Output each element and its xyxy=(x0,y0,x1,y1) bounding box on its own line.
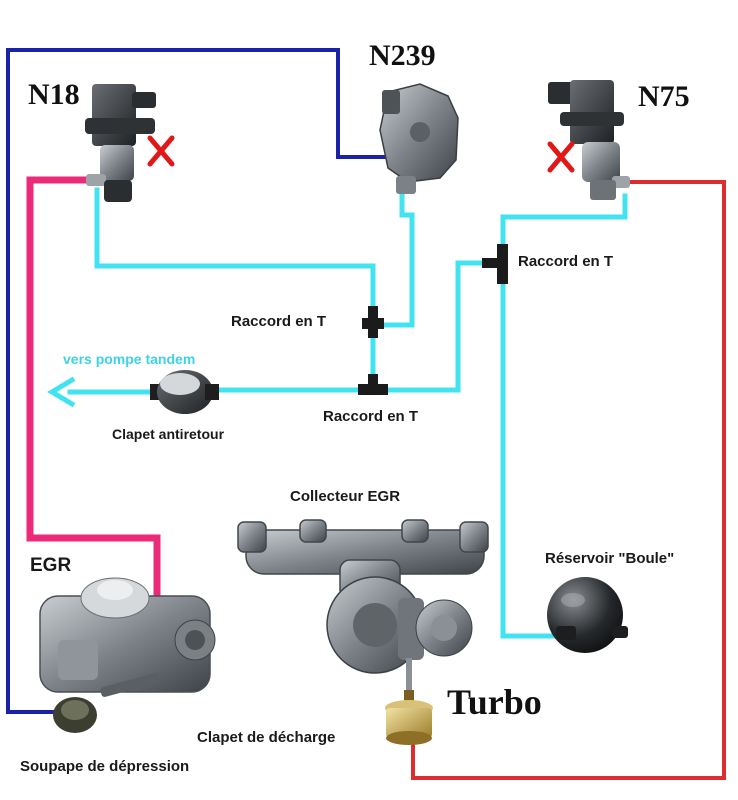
label-vers-pompe-tandem: vers pompe tandem xyxy=(63,351,196,367)
vacuum-sphere-icon xyxy=(547,577,628,653)
red-cross-icon xyxy=(147,135,175,167)
label-clapet-decharge: Clapet de décharge xyxy=(197,729,336,746)
n18-valve-icon xyxy=(85,84,156,202)
label-egr: EGR xyxy=(30,555,72,576)
label-raccord-t-center: Raccord en T xyxy=(323,408,419,425)
wastegate-capsule-icon xyxy=(385,690,433,745)
label-n239: N239 xyxy=(369,39,436,72)
label-collecteur-egr: Collecteur EGR xyxy=(290,488,401,505)
label-turbo: Turbo xyxy=(447,682,542,722)
red-cross-icon xyxy=(547,141,575,173)
blue-hose xyxy=(6,48,397,714)
label-clapet-antiretour: Clapet antiretour xyxy=(112,426,225,442)
label-raccord-t-right: Raccord en T xyxy=(518,253,614,270)
check-valve-icon xyxy=(150,370,219,414)
cyan-hose-n239 xyxy=(377,187,415,328)
label-n18: N18 xyxy=(28,78,80,111)
n75-valve-icon xyxy=(548,80,630,200)
exhaust-manifold-icon xyxy=(237,519,489,601)
label-soupape-depression: Soupape de dépression xyxy=(20,758,190,775)
turbocharger-icon xyxy=(326,576,473,698)
n239-valve-icon xyxy=(379,83,459,194)
label-reservoir-boule: Réservoir "Boule" xyxy=(545,550,675,567)
cyan-hose-right-branch xyxy=(370,260,506,393)
vacuum-capsule-icon xyxy=(53,673,160,733)
cyan-hose-n75 xyxy=(500,193,628,639)
pink-hose xyxy=(26,176,161,599)
t-connector-icon xyxy=(362,306,384,338)
t-connector-icon xyxy=(358,374,388,395)
label-n75: N75 xyxy=(638,80,690,113)
label-raccord-t-left: Raccord en T xyxy=(231,313,327,330)
t-connector-icon xyxy=(482,244,508,284)
red-hose xyxy=(411,180,726,780)
arrow-to-pump xyxy=(47,376,76,408)
egr-valve-icon xyxy=(39,577,216,693)
